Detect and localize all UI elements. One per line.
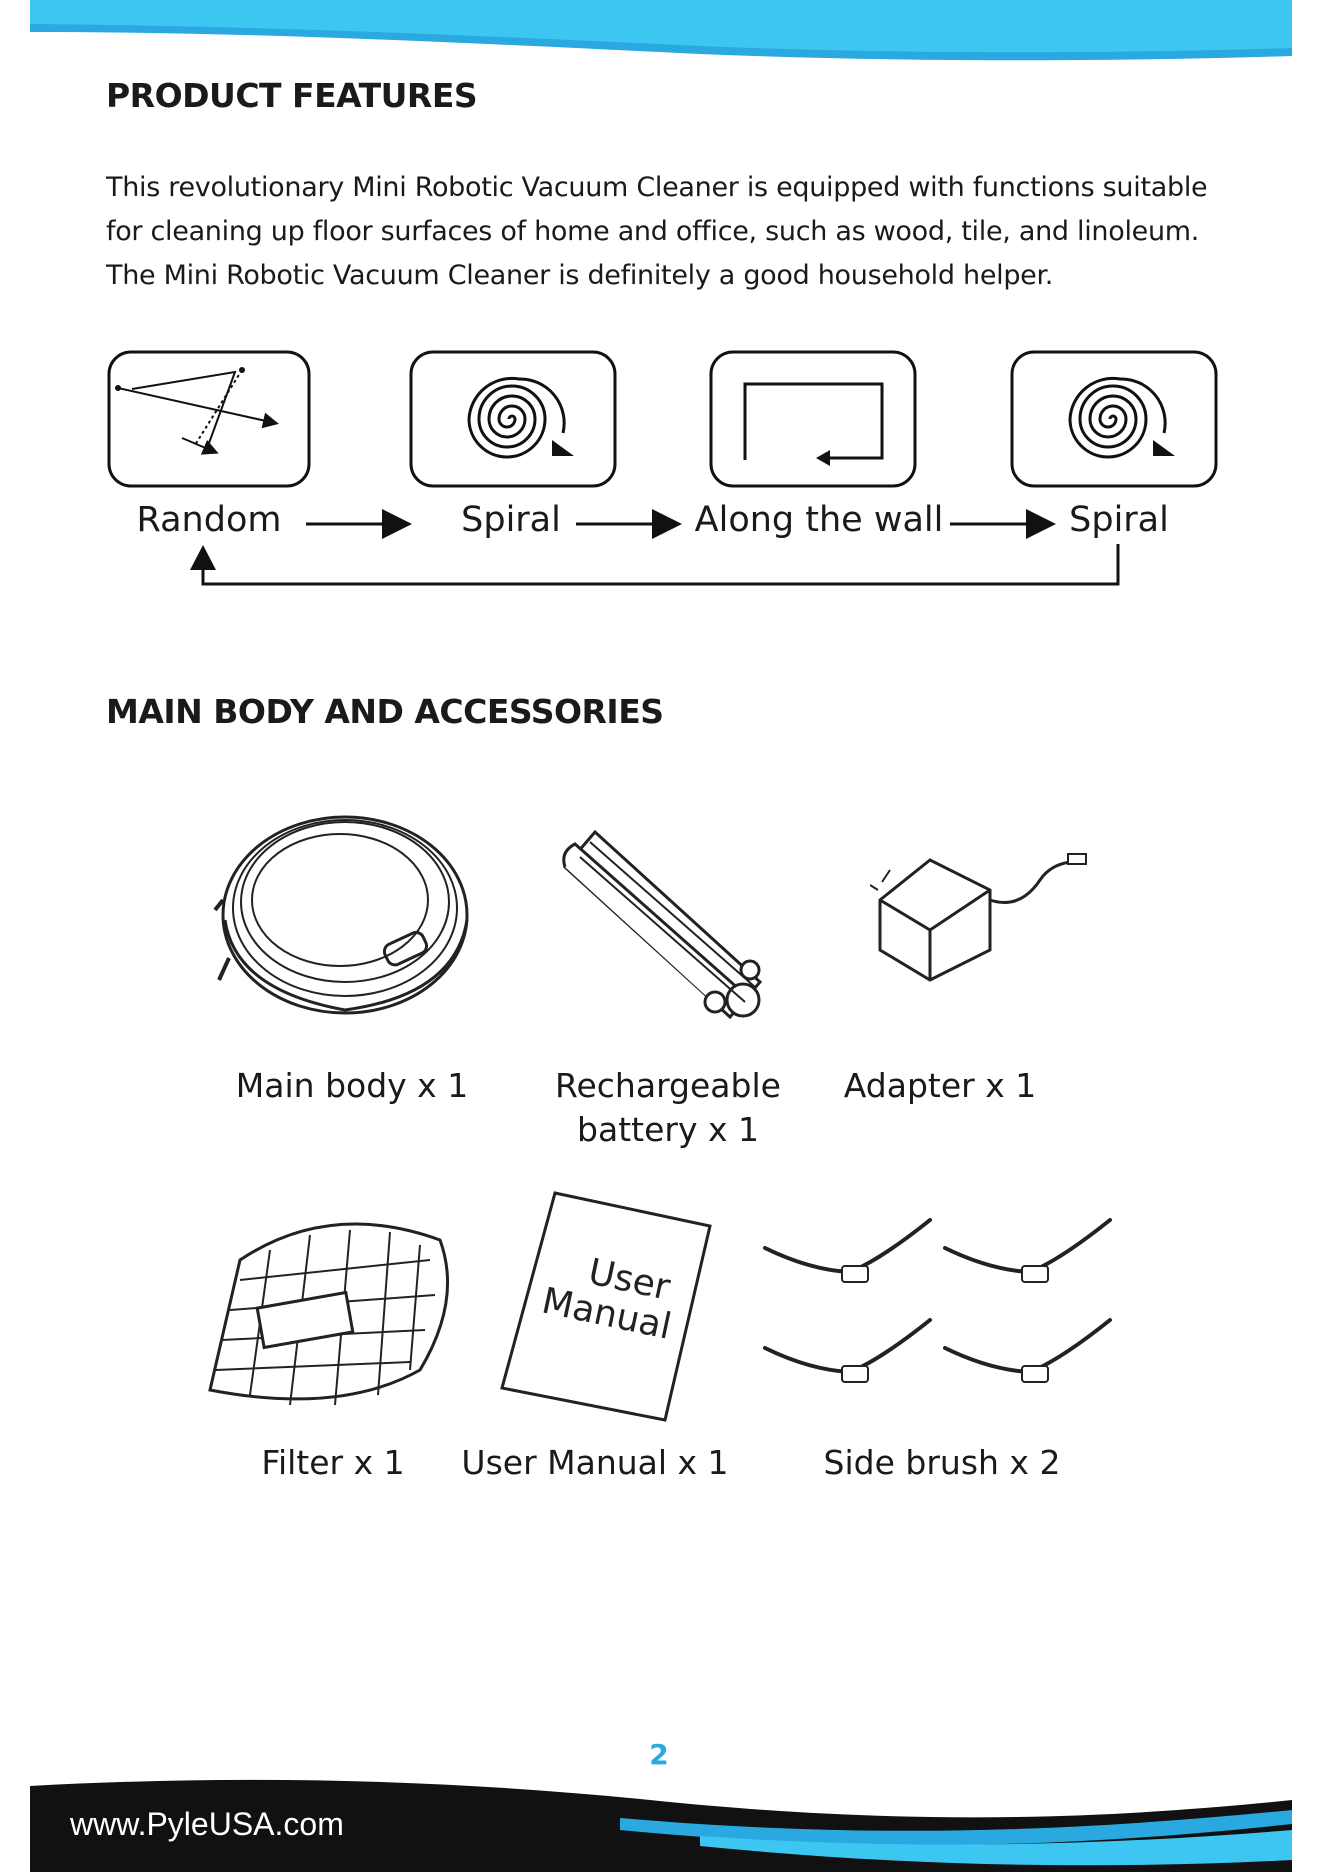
robot-vacuum-icon bbox=[213, 815, 469, 1015]
features-intro: This revolutionary Mini Robotic Vacuum C… bbox=[106, 166, 1246, 298]
intro-line: The Mini Robotic Vacuum Cleaner is defin… bbox=[106, 260, 1054, 291]
mode-label-random: Random bbox=[136, 500, 282, 540]
spiral-path-icon bbox=[409, 350, 617, 488]
header-band bbox=[30, 0, 1292, 61]
mode-label-along-wall: Along the wall bbox=[694, 500, 944, 540]
power-adapter-icon bbox=[870, 853, 1087, 982]
label-line: Adapter x 1 bbox=[843, 1066, 1037, 1105]
page-number: 2 bbox=[649, 1738, 669, 1771]
label-line: battery x 1 bbox=[577, 1110, 759, 1149]
accessory-label-battery: Rechargeable battery x 1 bbox=[555, 1064, 781, 1152]
filter-icon bbox=[208, 1222, 450, 1406]
spiral-path-icon bbox=[1010, 350, 1218, 488]
side-brush-icon bbox=[763, 1218, 1112, 1383]
accessory-label-side-brush: Side brush x 2 bbox=[824, 1441, 1061, 1485]
label-line: Rechargeable bbox=[555, 1066, 781, 1105]
label-line: Side brush x 2 bbox=[823, 1443, 1061, 1482]
loop-back-arrow bbox=[201, 544, 1120, 586]
accessory-label-filter: Filter x 1 bbox=[261, 1441, 404, 1485]
random-path-icon bbox=[107, 350, 311, 488]
cleaning-modes-diagram bbox=[107, 350, 1218, 586]
label-line: Filter x 1 bbox=[261, 1443, 405, 1482]
accessory-label-adapter: Adapter x 1 bbox=[844, 1064, 1036, 1108]
website-link[interactable]: www.PyleUSA.com bbox=[70, 1806, 344, 1842]
mode-label-spiral: Spiral bbox=[1069, 500, 1169, 540]
accessories-heading: MAIN BODY AND ACCESSORIES bbox=[106, 692, 664, 731]
loop-back-arrowhead bbox=[190, 545, 216, 570]
user-manual-icon: User Manual bbox=[500, 1191, 712, 1422]
label-line: Main body x 1 bbox=[235, 1066, 469, 1105]
intro-line: This revolutionary Mini Robotic Vacuum C… bbox=[106, 172, 1208, 203]
features-heading: PRODUCT FEATURES bbox=[106, 76, 478, 115]
along-wall-path-icon bbox=[709, 350, 917, 488]
intro-line: for cleaning up floor surfaces of home a… bbox=[106, 216, 1200, 247]
accessory-label-main-body: Main body x 1 bbox=[236, 1064, 468, 1108]
mode-label-spiral: Spiral bbox=[461, 500, 561, 540]
accessory-label-user-manual: User Manual x 1 bbox=[461, 1441, 728, 1485]
battery-pack-icon bbox=[562, 829, 763, 1020]
footer-band bbox=[30, 1779, 1292, 1872]
label-line: User Manual x 1 bbox=[461, 1443, 729, 1482]
